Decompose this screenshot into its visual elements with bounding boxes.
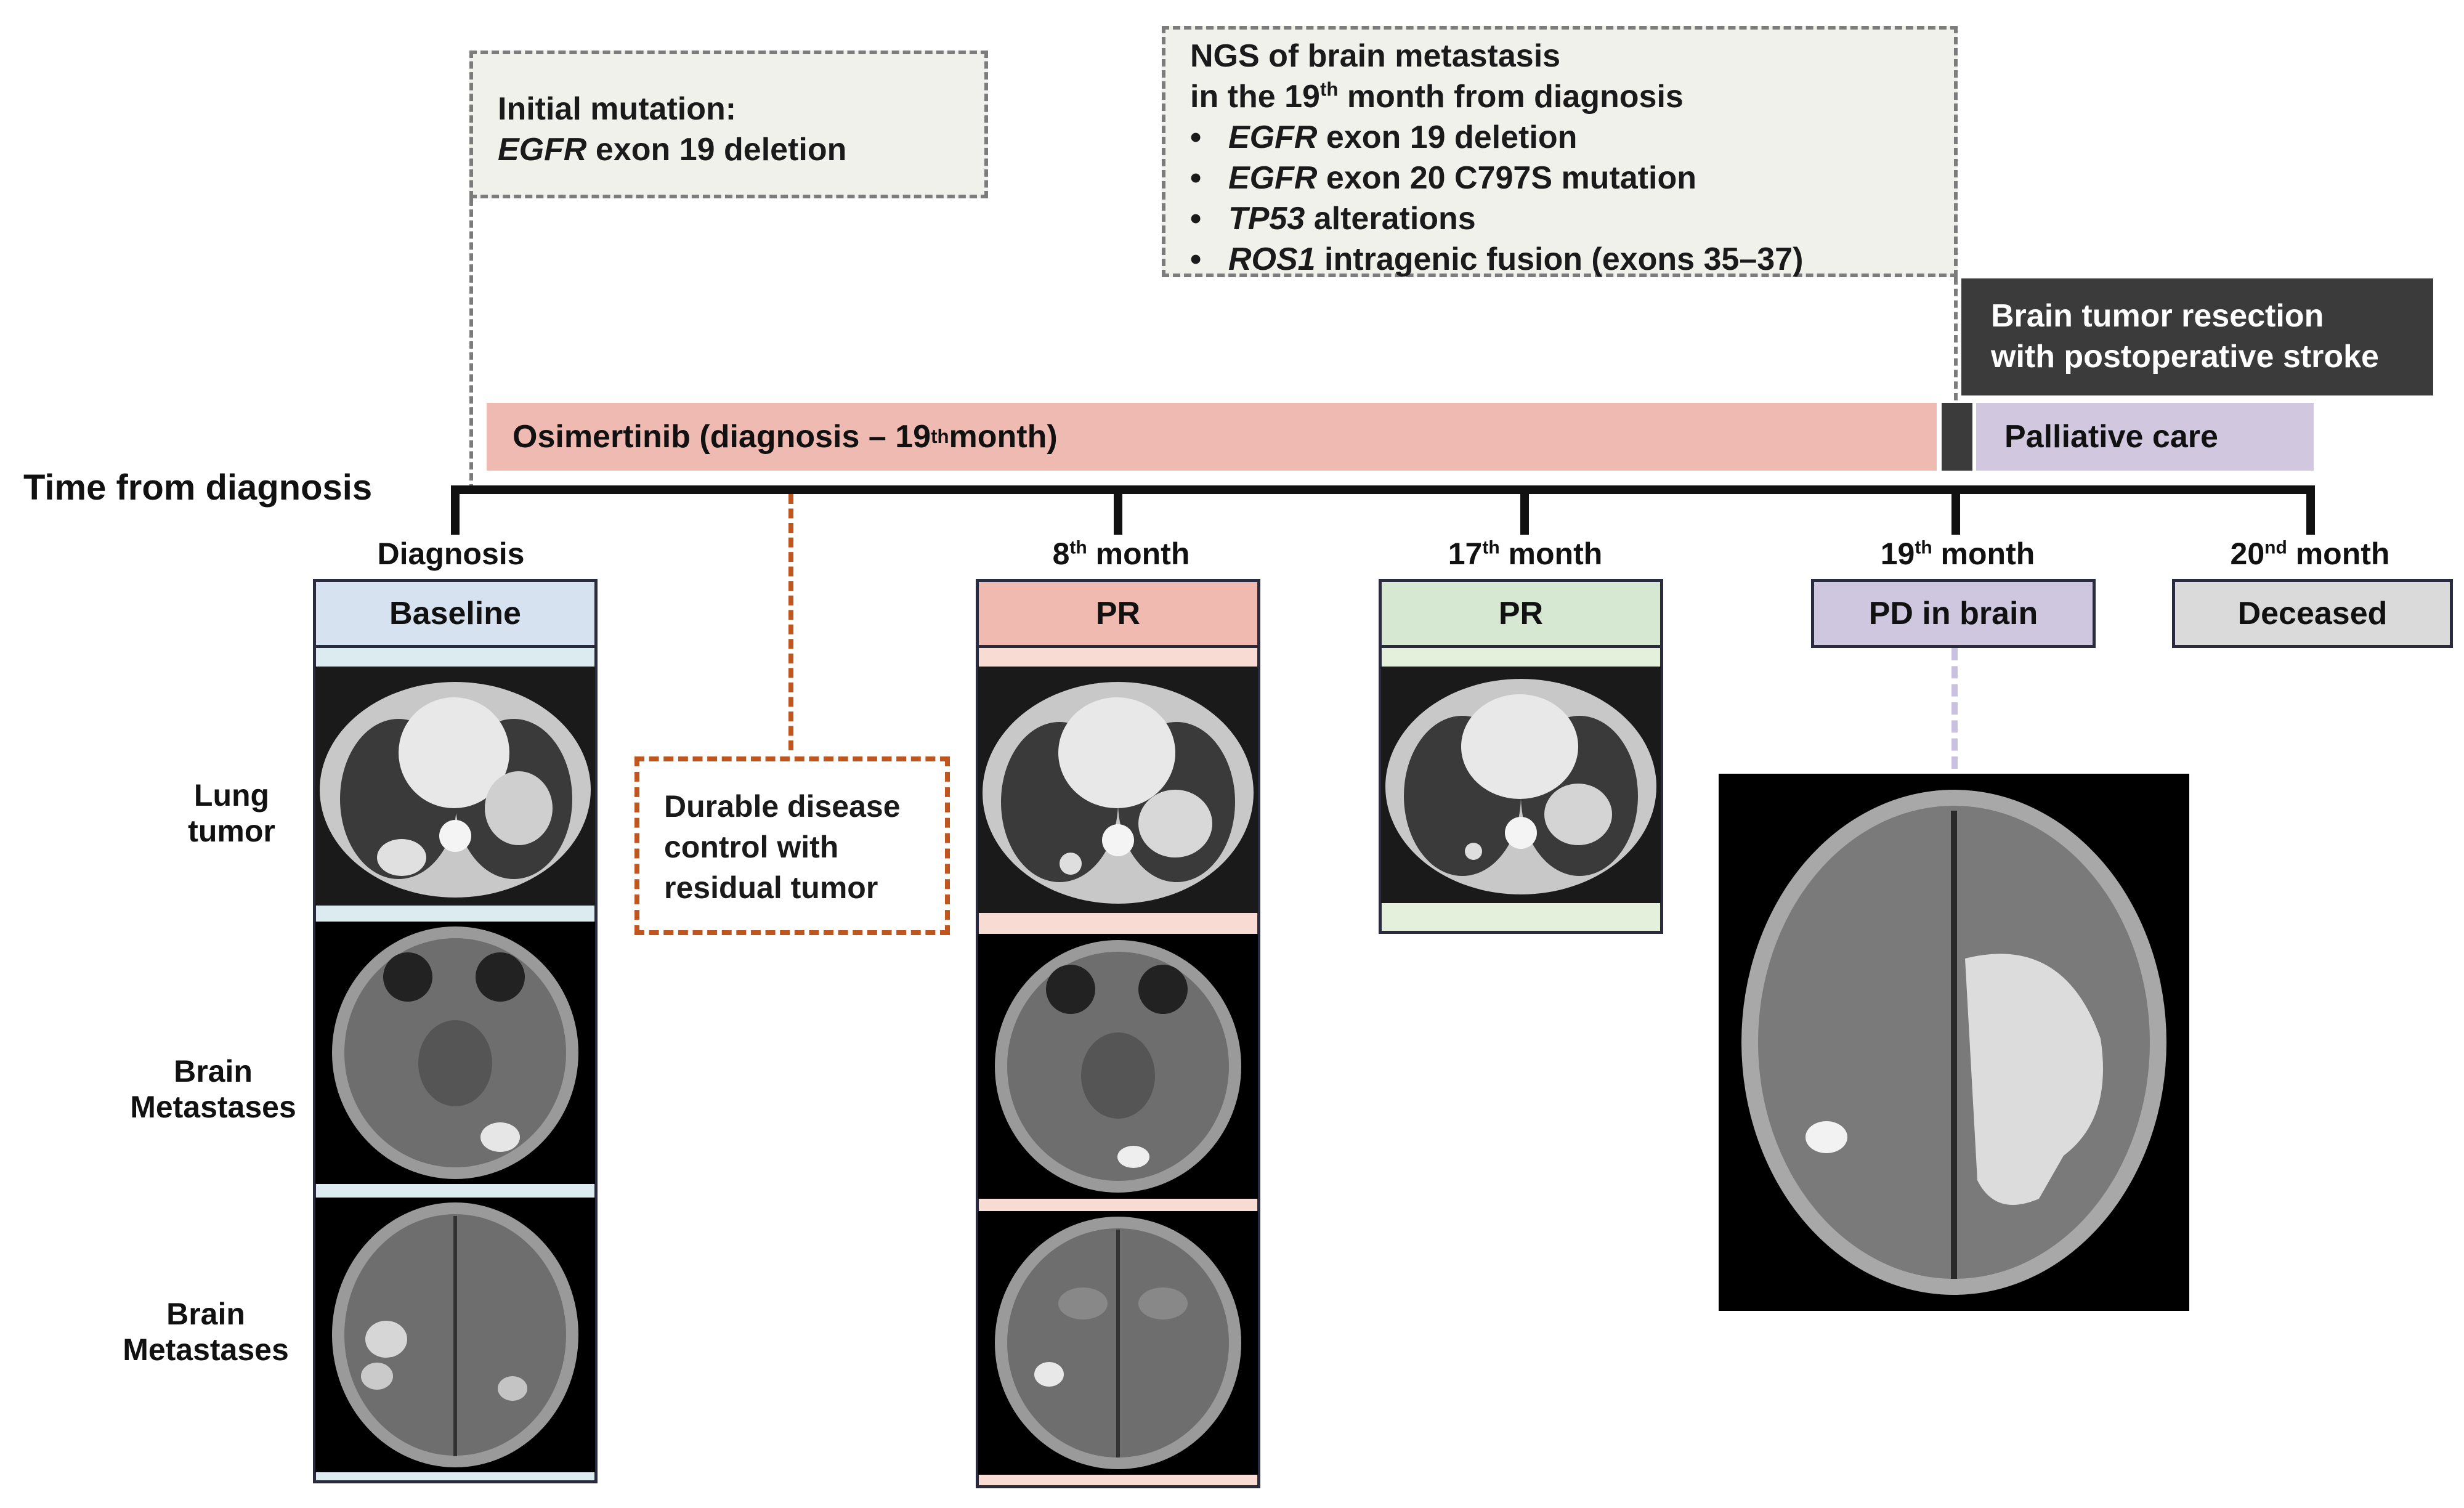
row-label-brain-1: Brain Metastases [84,1053,342,1125]
ngs-subtitle-pre: in the 19 [1190,79,1320,115]
brain-mri-scan [1719,774,2189,1311]
ngs-bullet-gene: EGFR [1228,160,1318,196]
timepoint-label-pre: 20 [2230,537,2265,571]
status-label: PR [1095,596,1141,631]
resection-line2: with postoperative stroke [1991,339,2379,375]
palliative-bar: Palliative care [1976,403,2314,471]
ngs-bullet: •TP53 alterations [1190,201,1476,237]
timepoint-label-post: month [1499,537,1603,571]
timepoint-label-post: month [1932,537,2035,571]
resection-label: Brain tumor resection with postoperative… [1961,278,2433,395]
lung-ct-scan [1381,667,1661,903]
status-baseline: Baseline [313,579,598,648]
status-label: PD in brain [1868,596,2038,631]
ngs-connector-line [1954,277,1958,400]
timepoint-label-pre: 19 [1880,537,1915,571]
timepoint-label-post: month [2287,537,2390,571]
timepoint-label: 20nd month [2181,536,2439,572]
initial-mutation-box: Initial mutation: EGFR exon 19 deletion [469,51,988,198]
timepoint-label: 8th month [992,536,1250,572]
row-label-line: Brain [166,1297,245,1331]
status-label: Baseline [389,596,521,631]
timepoint-label-pre: Diagnosis [377,537,525,571]
ngs-bullet: •EGFR exon 20 C797S mutation [1190,160,1696,196]
status-deceased: Deceased [2172,579,2453,648]
status-pd-brain: PD in brain [1811,579,2096,648]
initial-mutation-title: Initial mutation: [498,91,737,127]
row-label-lung: Lung tumor [102,777,361,849]
timepoint-label-sup: th [1915,537,1932,558]
timepoint-label-pre: 8 [1052,537,1070,571]
timeline-tick [2306,485,2315,535]
timeline-tick [451,485,460,535]
ngs-subtitle: in the 19th month from diagnosis [1190,76,1954,117]
durable-line1: Durable disease [664,789,901,824]
row-label-line: Metastases [130,1090,296,1124]
ngs-bullet-gene: ROS1 [1228,241,1316,277]
row-label-line: Metastases [123,1332,289,1367]
axis-title: Time from diagnosis [23,468,373,508]
ngs-bullet-text: exon 19 deletion [1317,120,1578,155]
timepoint-label: 17th month [1396,536,1655,572]
osimertinib-post: month) [949,419,1058,455]
palliative-label: Palliative care [2004,419,2218,455]
ngs-subtitle-post: month from diagnosis [1338,79,1684,115]
lung-ct-scan [978,667,1258,913]
ngs-title: NGS of brain metastasis [1190,38,1561,74]
status-label: PR [1498,596,1544,631]
timeline-tick [1114,485,1122,535]
ngs-bullet: •EGFR exon 19 deletion [1190,120,1578,155]
durable-connector-line [788,494,793,750]
resection-line1: Brain tumor resection [1991,298,2324,334]
row-label-line: tumor [188,814,275,848]
timepoint-label-sup: nd [2264,537,2287,558]
durable-line3: residual tumor [664,870,878,905]
ngs-box: NGS of brain metastasis in the 19th mont… [1162,26,1958,277]
durable-line2: control with [664,830,839,864]
timepoint-label-sup: th [1069,537,1087,558]
lung-ct-scan [315,667,595,906]
timeline-axis [451,485,2315,494]
pd-connector-line [1951,648,1958,769]
ngs-bullet-gene: TP53 [1228,201,1305,237]
ngs-bullet-text: intragenic fusion (exons 35–37) [1315,241,1804,277]
status-label: Deceased [2237,596,2388,631]
row-label-line: Brain [174,1054,253,1088]
resection-bar [1942,403,1972,471]
timepoint-label-post: month [1087,537,1190,571]
brain-mri-scan [978,1211,1258,1475]
ngs-bullet: •ROS1 intragenic fusion (exons 35–37) [1190,241,1804,277]
osimertinib-pre: Osimertinib (diagnosis – 19 [513,419,931,455]
timepoint-label-pre: 17 [1448,537,1483,571]
ngs-bullet-gene: EGFR [1228,120,1318,155]
timepoint-label-sup: th [1482,537,1500,558]
timepoint-label: 19th month [1828,536,2087,572]
initial-gene: EGFR [498,132,587,168]
timeline-tick [1520,485,1529,535]
timeline-tick [1951,485,1960,535]
brain-mri-scan [978,934,1258,1199]
brain-mri-scan [315,922,595,1184]
ngs-bullet-text: alterations [1305,201,1476,237]
ngs-subtitle-sup: th [1319,78,1339,100]
diagnosis-connector-line [469,198,473,492]
ngs-bullet-text: exon 20 C797S mutation [1317,160,1696,196]
brain-mri-scan [315,1198,595,1472]
initial-mutation-rest: exon 19 deletion [595,132,847,168]
row-label-brain-2: Brain Metastases [76,1296,335,1368]
row-label-line: Lung [193,778,270,813]
timepoint-label: Diagnosis [322,536,580,572]
initial-mutation-detail: EGFR exon 19 deletion [498,129,984,170]
status-pr-17: PR [1379,579,1663,648]
status-pr-8: PR [976,579,1260,648]
durable-control-box: Durable disease control with residual tu… [634,756,950,935]
